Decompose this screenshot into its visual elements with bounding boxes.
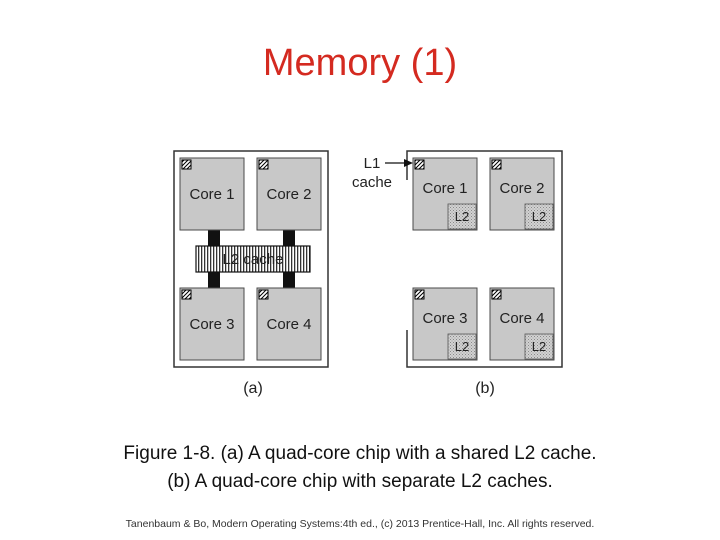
- shared-l2-cache: L2 cache: [195, 245, 311, 273]
- private-l2-cache: [447, 333, 477, 360]
- panel-b: Core 1 L2 Core 2 L2 Core 3 L2 Core 4 L2 …: [352, 150, 563, 397]
- panel-a-label: (a): [243, 380, 263, 397]
- l1-cache-icon: [181, 159, 192, 170]
- l1-cache-icon: [491, 289, 502, 300]
- core-a-2: Core 2: [256, 157, 322, 231]
- l1-cache-icon: [414, 159, 425, 170]
- core-b-2: Core 2 L2: [489, 157, 555, 231]
- l2-label: L2: [455, 339, 469, 354]
- core-label: Core 1: [189, 186, 234, 203]
- core-a-1: Core 1: [179, 157, 245, 231]
- l1-annotation-line1: L1: [364, 155, 381, 172]
- l1-annotation-line2: cache: [352, 174, 392, 191]
- private-l2-cache: [524, 333, 554, 360]
- core-label: Core 2: [266, 186, 311, 203]
- l1-cache-icon: [258, 289, 269, 300]
- l1-cache-icon: [181, 289, 192, 300]
- panel-b-label: (b): [475, 380, 495, 397]
- core-label: Core 3: [422, 310, 467, 327]
- core-label: Core 1: [422, 180, 467, 197]
- core-a-4: Core 4: [256, 287, 322, 361]
- core-label: Core 4: [499, 310, 544, 327]
- panel-a: Core 1 Core 2 Core 3 Core 4 L2 cache (a): [173, 150, 329, 397]
- private-l2-cache: [524, 203, 554, 230]
- private-l2-cache: [447, 203, 477, 230]
- slide-title: Memory (1): [262, 42, 458, 84]
- l2-label: L2: [455, 209, 469, 224]
- caption-line-2: (b) A quad-core chip with separate L2 ca…: [167, 471, 553, 492]
- figure-caption: Figure 1-8. (a) A quad-core chip with a …: [60, 440, 660, 496]
- copyright-footer: Tanenbaum & Bo, Modern Operating Systems…: [125, 518, 595, 530]
- core-b-3: Core 3 L2: [412, 287, 478, 361]
- core-label: Core 2: [499, 180, 544, 197]
- l2-label: L2: [532, 339, 546, 354]
- l1-cache-icon: [414, 289, 425, 300]
- l1-arrow-head: [404, 159, 413, 167]
- l1-cache-icon: [258, 159, 269, 170]
- caption-line-1: Figure 1-8. (a) A quad-core chip with a …: [123, 443, 597, 464]
- core-b-4: Core 4 L2: [489, 287, 555, 361]
- shared-l2-label: L2 cache: [223, 251, 284, 268]
- l1-cache-icon: [491, 159, 502, 170]
- chip-b-left-gap: [405, 180, 410, 330]
- core-label: Core 3: [189, 316, 234, 333]
- core-a-3: Core 3: [179, 287, 245, 361]
- l2-label: L2: [532, 209, 546, 224]
- core-b-1: Core 1 L2: [412, 157, 478, 231]
- core-label: Core 4: [266, 316, 311, 333]
